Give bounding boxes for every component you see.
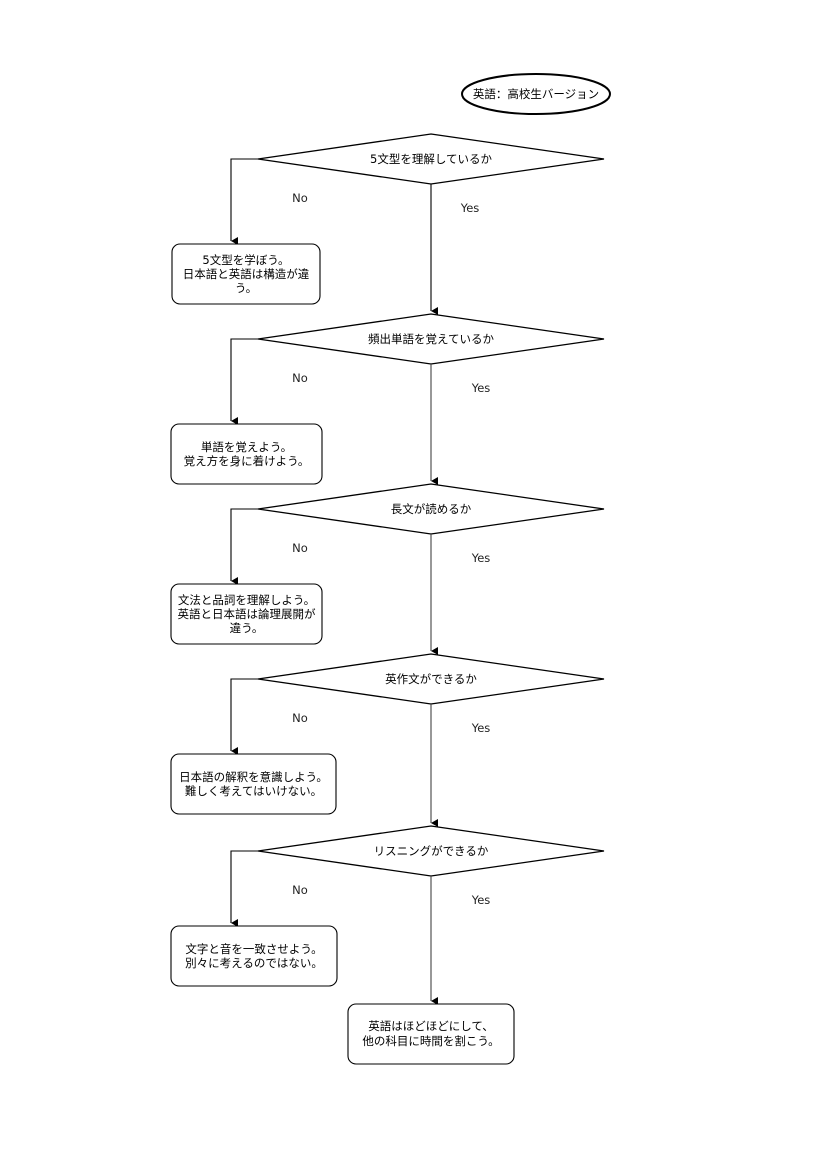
no-label: No bbox=[292, 191, 308, 205]
decision-text: 頻出単語を覚えているか bbox=[368, 332, 494, 346]
advice-box-2: 単語を覚えよう。覚え方を身に着けよう。 bbox=[170, 423, 323, 485]
advice-box-4: 日本語の解釈を意識しよう。難しく考えてはいけない。 bbox=[170, 753, 337, 815]
decision-text: リスニングができるか bbox=[374, 844, 489, 858]
no-edge bbox=[230, 158, 258, 245]
advice-line: う。 bbox=[235, 281, 257, 295]
advice-line: 文字と音を一致させよう。 bbox=[185, 942, 322, 956]
no-edge bbox=[230, 508, 258, 585]
no-edge bbox=[230, 678, 258, 755]
decision-4: 英作文ができるか No 日本語の解釈を意識しよう。難しく考えてはいけない。 Yes bbox=[170, 653, 605, 827]
advice-line: 難しく考えてはいけない。 bbox=[185, 784, 322, 798]
no-label: No bbox=[292, 883, 308, 897]
advice-line: 違う。 bbox=[230, 621, 264, 635]
advice-line: 覚え方を身に着けよう。 bbox=[184, 454, 310, 468]
decision-text: 5文型を理解しているか bbox=[370, 152, 492, 166]
final-rect bbox=[347, 1003, 515, 1065]
advice-line: 5文型を学ぼう。 bbox=[202, 253, 289, 267]
yes-label: Yes bbox=[471, 721, 491, 735]
decision-text: 長文が読めるか bbox=[391, 502, 472, 516]
advice-line: 日本語と英語は構造が違 bbox=[183, 267, 310, 281]
advice-line: 英語と日本語は論理展開が bbox=[178, 607, 316, 621]
yes-label: Yes bbox=[471, 893, 491, 907]
no-label: No bbox=[292, 541, 308, 555]
yes-label: Yes bbox=[471, 381, 491, 395]
advice-line: 単語を覚えよう。 bbox=[201, 440, 292, 454]
advice-line: 文法と品詞を理解しよう。 bbox=[178, 593, 315, 607]
advice-box-5: 文字と音を一致させよう。別々に考えるのではない。 bbox=[170, 925, 338, 987]
flow-group: 5文型を理解しているかNo5文型を学ぼう。日本語と英語は構造が違う。Yes頻出単… bbox=[170, 133, 605, 1065]
no-label: No bbox=[292, 371, 308, 385]
decision-5: リスニングができるか No 文字と音を一致させよう。別々に考えるのではない。 Yes bbox=[170, 825, 605, 1005]
final-line: 英語はほどほどにして、 bbox=[368, 1019, 494, 1033]
advice-rect bbox=[170, 925, 338, 987]
advice-line: 日本語の解釈を意識しよう。 bbox=[179, 770, 328, 784]
title-text: 英語：高校生バージョン bbox=[473, 87, 599, 101]
yes-label: Yes bbox=[460, 201, 480, 215]
title-ellipse bbox=[461, 73, 611, 115]
yes-label: Yes bbox=[471, 551, 491, 565]
decision-2: 頻出単語を覚えているか No 単語を覚えよう。覚え方を身に着けよう。 Yes bbox=[170, 313, 605, 485]
no-edge bbox=[230, 850, 258, 927]
no-edge bbox=[230, 338, 258, 425]
advice-rect bbox=[171, 243, 321, 305]
advice-rect bbox=[170, 583, 323, 645]
final-box: 英語はほどほどにして、他の科目に時間を割こう。 bbox=[347, 1003, 515, 1065]
advice-line: 別々に考えるのではない。 bbox=[185, 956, 323, 970]
final-line: 他の科目に時間を割こう。 bbox=[362, 1034, 499, 1048]
advice-rect bbox=[170, 753, 337, 815]
no-label: No bbox=[292, 711, 308, 725]
title-terminator: 英語：高校生バージョン bbox=[461, 73, 611, 115]
decision-text: 英作文ができるか bbox=[385, 672, 477, 686]
advice-rect bbox=[170, 423, 323, 485]
